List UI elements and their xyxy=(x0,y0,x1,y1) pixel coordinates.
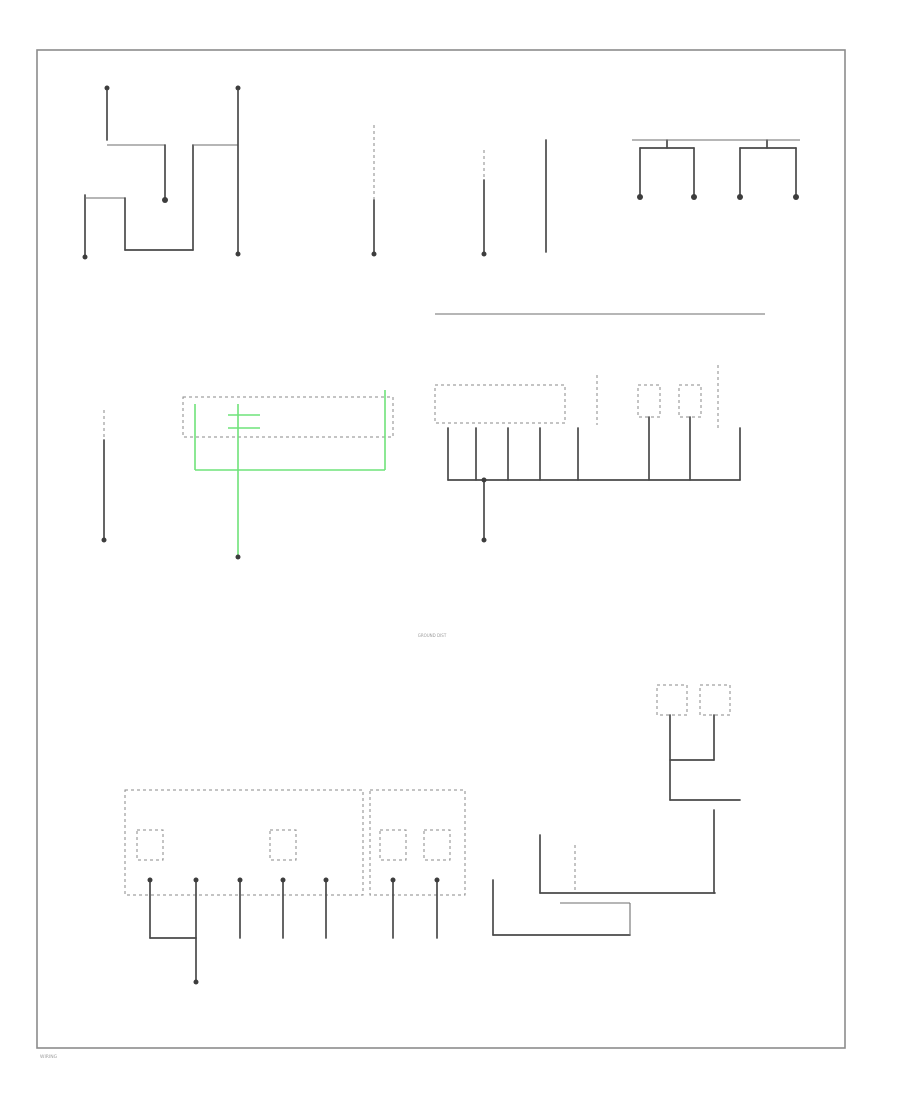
diagram-frame xyxy=(36,49,846,1049)
ground-group-1 xyxy=(82,85,238,260)
ground-group-5 xyxy=(632,139,800,200)
ground-group-2 xyxy=(235,85,241,257)
ground-group-10 xyxy=(492,834,716,936)
ground-group-8 xyxy=(124,789,364,985)
ground-group-11 xyxy=(656,684,741,894)
ground-group-3 xyxy=(371,125,377,257)
green-circuit xyxy=(182,390,394,560)
footer-code: WIRING xyxy=(40,1054,58,1060)
ground-group-4 xyxy=(481,139,547,257)
ground-group-9 xyxy=(369,789,466,939)
section-title: GROUND DIST xyxy=(418,633,447,638)
ground-group-6 xyxy=(101,410,107,543)
ground-group-7 xyxy=(434,365,741,543)
